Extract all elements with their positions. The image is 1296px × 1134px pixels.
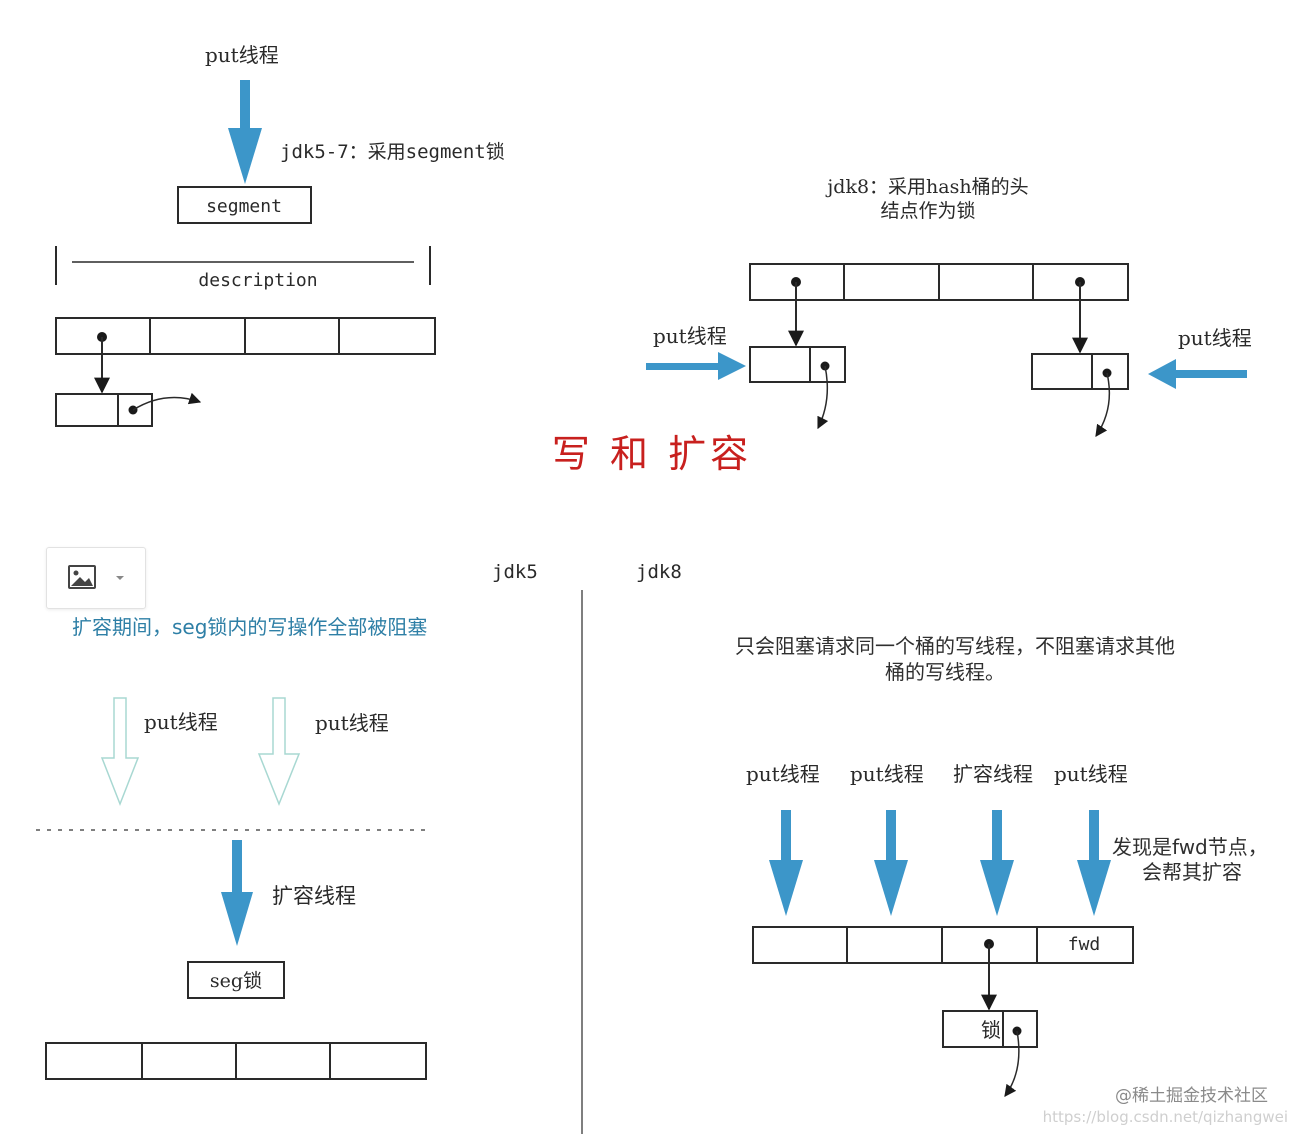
watermark-line1: @稀土掘金技术社区	[1115, 1086, 1268, 1106]
image-icon[interactable]	[47, 548, 145, 608]
blue-arrow-left-icon	[1148, 359, 1247, 389]
segment-label: segment	[206, 196, 282, 217]
jdk5-caption: 扩容期间，seg锁内的写操作全部被阻塞	[72, 615, 427, 639]
fwd-note-line1: 发现是fwd节点，	[1112, 835, 1268, 859]
jdk57-note: jdk5-7：采用segment锁	[280, 141, 505, 163]
lock-node	[942, 1010, 1038, 1048]
node-right-next-arrow	[1095, 372, 1111, 437]
jdk8-label: jdk8	[636, 561, 682, 583]
hollow-arrow-down-icon	[100, 697, 140, 807]
put-thread-1-label: put线程	[144, 710, 218, 734]
center-title: 写 和 扩容	[552, 432, 752, 476]
thread-label-2: put线程	[850, 762, 924, 786]
blue-arrow-right-icon	[646, 352, 746, 380]
jdk8-note-line1: jdk8：采用hash桶的头	[825, 176, 1028, 198]
caret-down-icon[interactable]	[116, 576, 124, 580]
segment-box	[177, 186, 312, 224]
thread-label-1: put线程	[746, 762, 820, 786]
blue-arrow-down-icon	[1077, 810, 1111, 916]
blue-arrow-down-icon	[980, 810, 1014, 916]
lock-next-arrow	[1004, 1030, 1020, 1097]
top-right-bucket-diagram: jdk8：采用hash桶的头 结点作为锁 put线程 put线程	[646, 176, 1252, 437]
blue-arrow-down-icon	[874, 810, 908, 916]
seg-table	[45, 1042, 427, 1080]
bucket-table	[749, 263, 1129, 301]
put-thread-2-label: put线程	[315, 711, 389, 735]
resize-thread-label: 扩容线程	[272, 884, 356, 908]
node	[55, 393, 153, 427]
lock-label: 锁	[981, 1018, 1001, 1042]
watermark-line2: https://blog.csdn.net/qizhangwei	[1043, 1108, 1288, 1126]
top-left-segment-diagram: put线程 jdk5-7：采用segment锁 segment descript…	[55, 43, 505, 427]
put-thread-left-label: put线程	[653, 324, 727, 348]
thread-label-4: put线程	[1054, 762, 1128, 786]
put-thread-label: put线程	[205, 43, 279, 67]
seg-lock-box	[187, 961, 285, 999]
thread-label-3: 扩容线程	[953, 762, 1033, 786]
hollow-arrow-down-icon	[257, 697, 301, 807]
fwd-label: fwd	[1068, 934, 1101, 955]
jdk8-caption-line2: 桶的写线程。	[885, 660, 1005, 684]
resize-table	[752, 926, 1134, 964]
next-arrow	[132, 392, 202, 411]
jdk8-note-line2: 结点作为锁	[880, 200, 975, 222]
fwd-note-line2: 会帮其扩容	[1142, 860, 1242, 884]
node-left	[749, 346, 846, 383]
image-toolbar-button[interactable]	[46, 547, 146, 609]
jdk5-label: jdk5	[492, 561, 538, 583]
blue-arrow-down-icon	[769, 810, 803, 916]
jdk8-caption-line1: 只会阻塞请求同一个桶的写线程，不阻塞请求其他	[735, 634, 1175, 658]
description-label: description	[198, 270, 317, 291]
seg-lock-label: seg锁	[210, 970, 262, 992]
node-left-next-arrow	[817, 365, 829, 430]
segment-table	[55, 317, 436, 355]
bottom-right-resize-diagram: jdk8 只会阻塞请求同一个桶的写线程，不阻塞请求其他 桶的写线程。 put线程…	[636, 561, 1268, 1097]
node-right	[1031, 353, 1129, 390]
blue-arrow-down-icon	[228, 80, 262, 184]
blue-arrow-down-icon	[221, 840, 253, 946]
bottom-left-resize-diagram: jdk5 扩容期间，seg锁内的写操作全部被阻塞 put线程 put线程 扩容线…	[36, 561, 538, 1080]
put-thread-right-label: put线程	[1178, 326, 1252, 350]
